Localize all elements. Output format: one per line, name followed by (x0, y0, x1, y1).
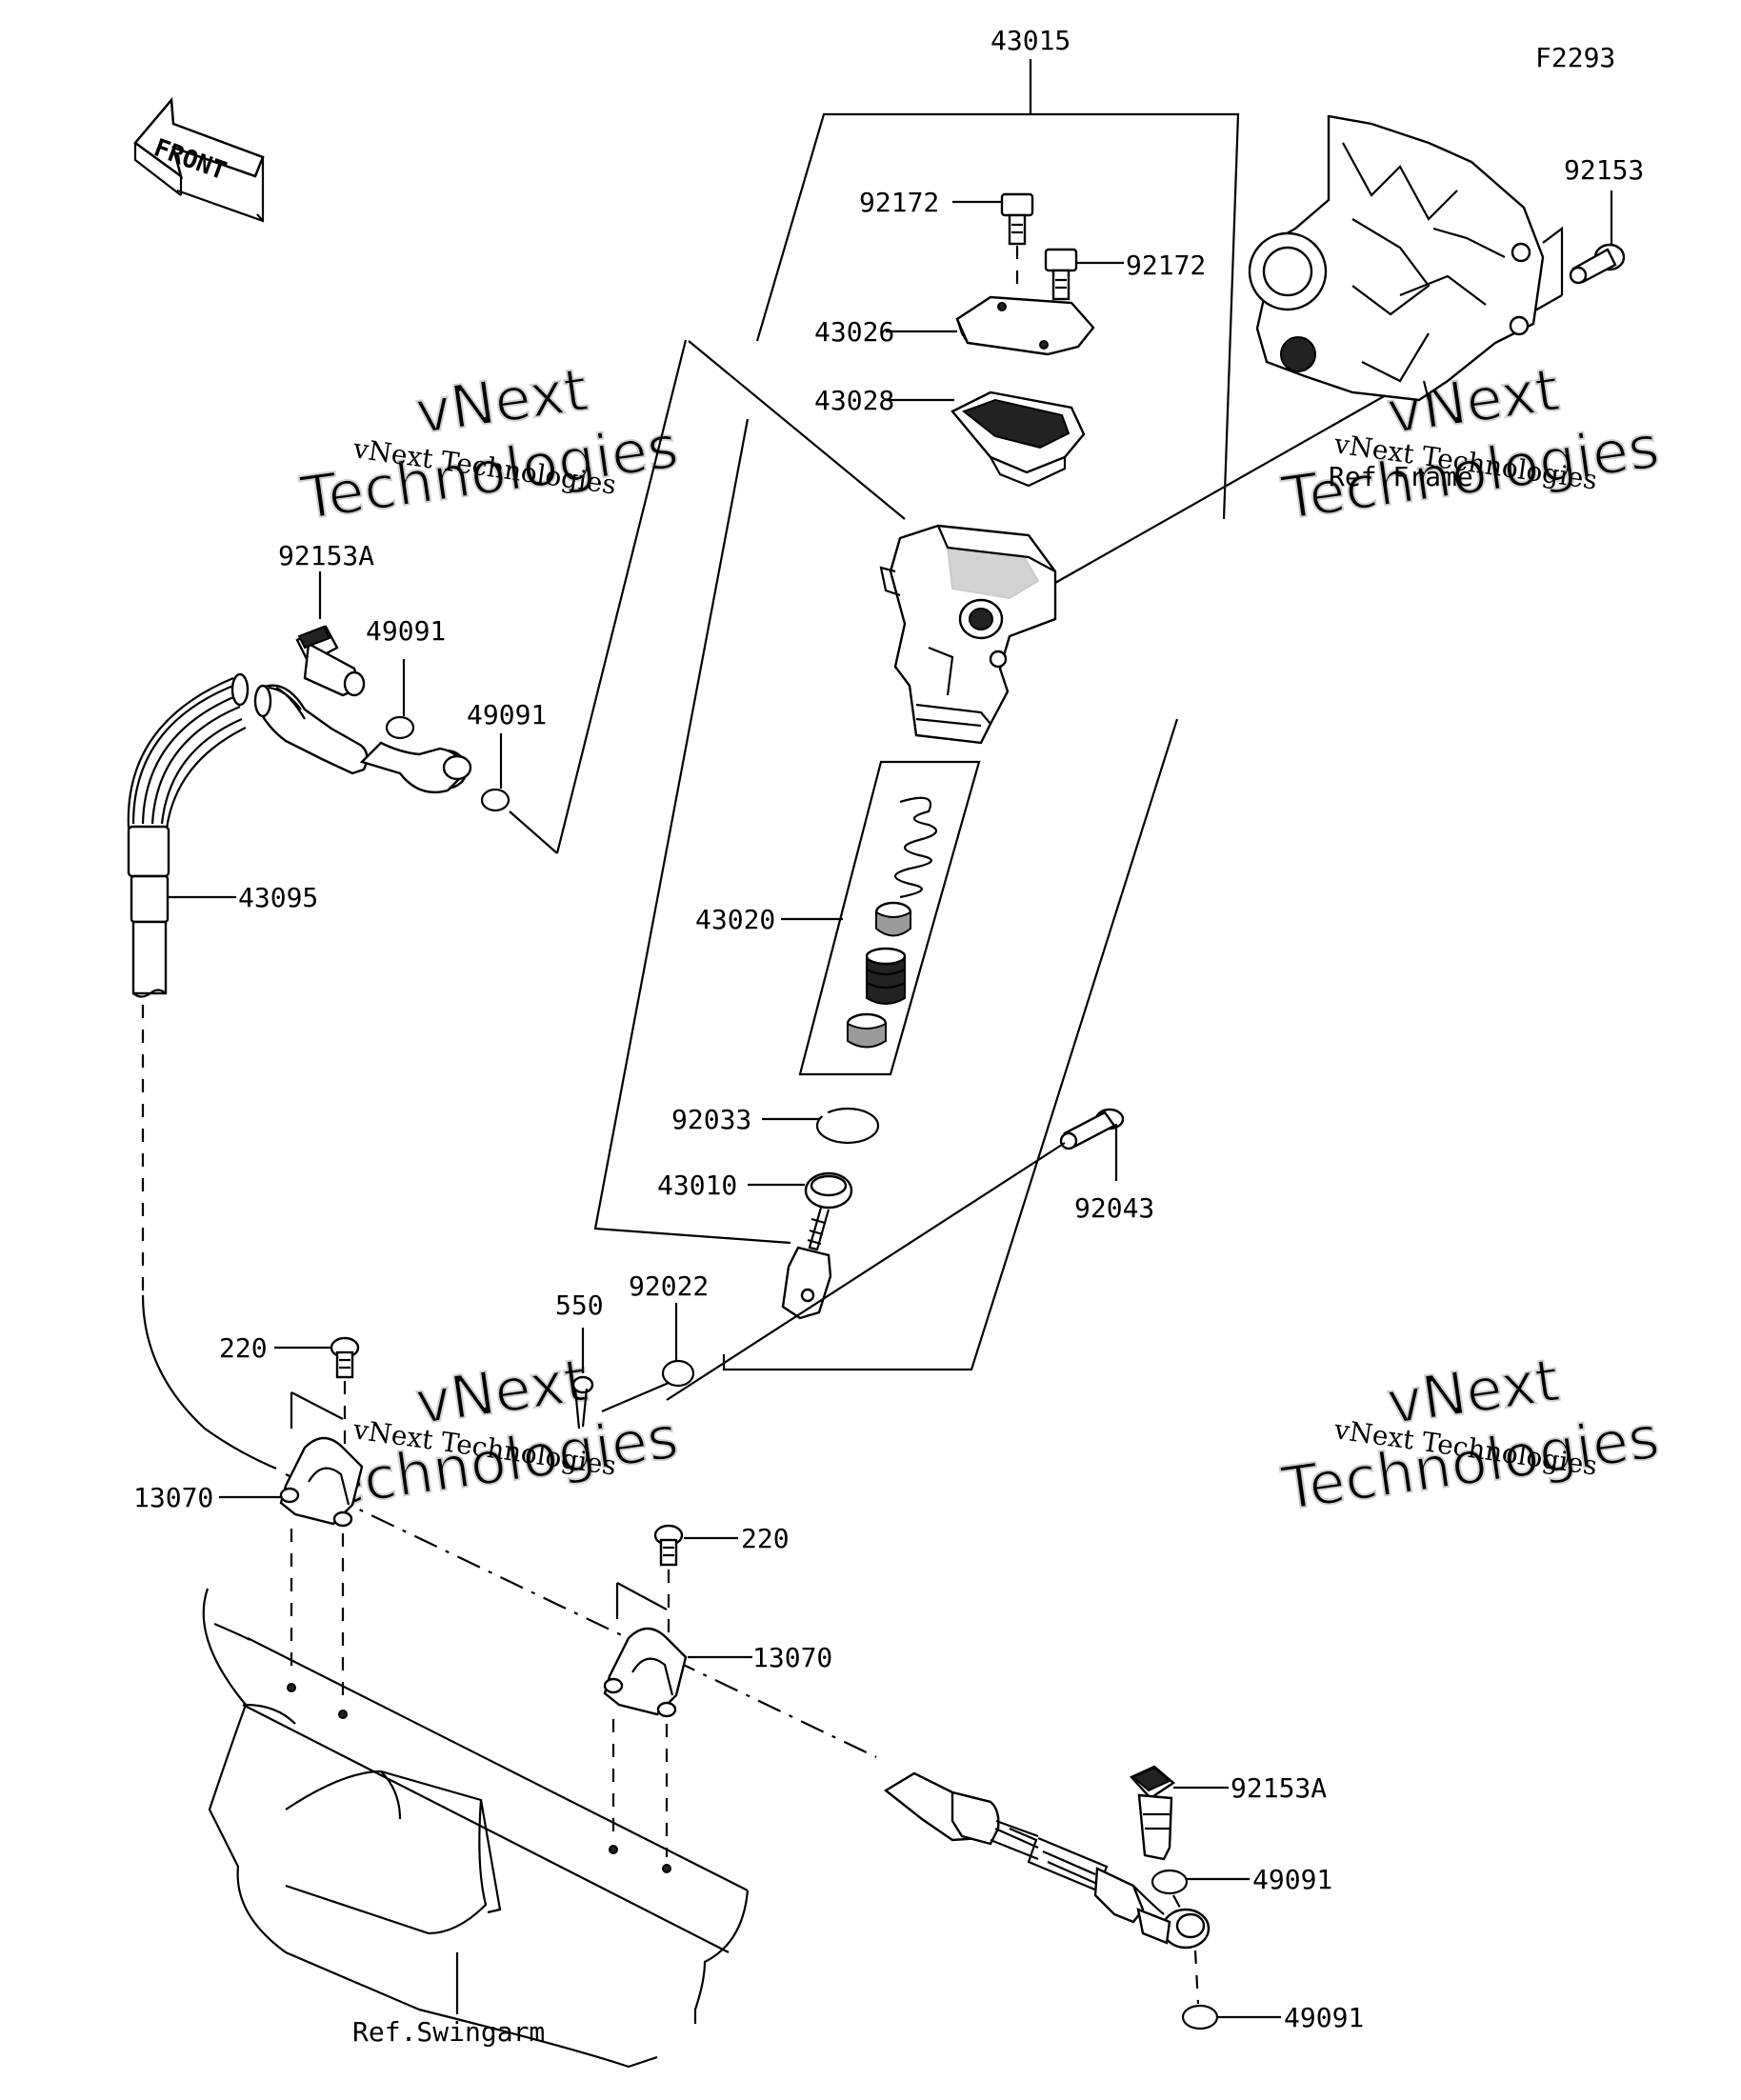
part-label-49091: 49091 (467, 699, 547, 730)
ref-frame-label: Ref.Frame (1329, 461, 1473, 492)
part-label-43020: 43020 (695, 904, 775, 935)
hose-clamp-b: 13070 (603, 1582, 832, 1857)
part-label-550: 550 (555, 1290, 604, 1321)
part-label-92153a: 92153A (1231, 1772, 1327, 1804)
part-label-49091: 49091 (1284, 2002, 1364, 2033)
assembly-bracket: 43015 (555, 25, 1240, 1371)
master-cylinder-body (879, 524, 1057, 745)
piston-kit: 43020 (695, 760, 981, 1076)
gasket-bottom-b: 49091 (1181, 1950, 1364, 2033)
figure-code: F2293 (1535, 42, 1615, 73)
part-label-43026: 43026 (814, 316, 894, 348)
part-label-43028: 43028 (814, 385, 894, 416)
gasket-top-b: 49091 (467, 699, 547, 812)
reservoir-diaphragm: 43028 (814, 385, 1086, 488)
banjo-bolt-bottom: 92153A (1130, 1765, 1327, 1861)
push-rod: 43010 (657, 1170, 853, 1320)
circlip: 92033 (671, 1104, 880, 1145)
part-label-43010: 43010 (657, 1170, 737, 1201)
part-label-220: 220 (219, 1332, 268, 1364)
front-arrow-icon: FRONT (133, 96, 265, 223)
cotter-pin: 550 (555, 1290, 670, 1430)
hose-clamp-a: 13070 (133, 1391, 364, 1705)
part-label-92172: 92172 (1126, 250, 1206, 281)
pin-washer: 92022 (629, 1270, 709, 1388)
brake-hose-lower-end (883, 1771, 1211, 1950)
part-label-92153: 92153 (1564, 154, 1644, 186)
cap-screw-b: 92172 (1044, 248, 1206, 352)
frame-bracket: Ref.Frame (1248, 114, 1564, 492)
part-label-92172: 92172 (859, 187, 939, 218)
part-label-49091: 49091 (1252, 1864, 1332, 1895)
part-label-92033: 92033 (671, 1104, 751, 1135)
part-label-49091: 49091 (366, 615, 446, 647)
reservoir-cap: 43026 (814, 295, 1095, 356)
frame-bolt: 92153 (1564, 154, 1644, 285)
ref-swingarm-label: Ref.Swingarm (352, 2016, 545, 2048)
gasket-top-a: 49091 (366, 615, 446, 740)
brake-hose: 43095 (127, 672, 877, 1758)
part-label-92153a: 92153A (278, 540, 374, 571)
part-label-13070: 13070 (752, 1642, 832, 1673)
part-label-43015: 43015 (991, 25, 1071, 56)
clevis-pin: 92043 (666, 1108, 1154, 1401)
part-label-43095: 43095 (238, 882, 318, 913)
cap-screw-a: 92172 (859, 187, 1034, 295)
clamp-screw-b: 220 (653, 1523, 790, 1676)
part-label-13070: 13070 (133, 1482, 213, 1513)
swingarm-reference: Ref.Swingarm (202, 1588, 750, 2069)
gasket-bottom-a: 49091 (1151, 1864, 1332, 1910)
banjo-bolt-top: 92153A (278, 540, 374, 697)
part-label-92043: 92043 (1074, 1192, 1154, 1224)
part-label-92022: 92022 (629, 1270, 709, 1302)
part-label-220: 220 (741, 1523, 790, 1554)
